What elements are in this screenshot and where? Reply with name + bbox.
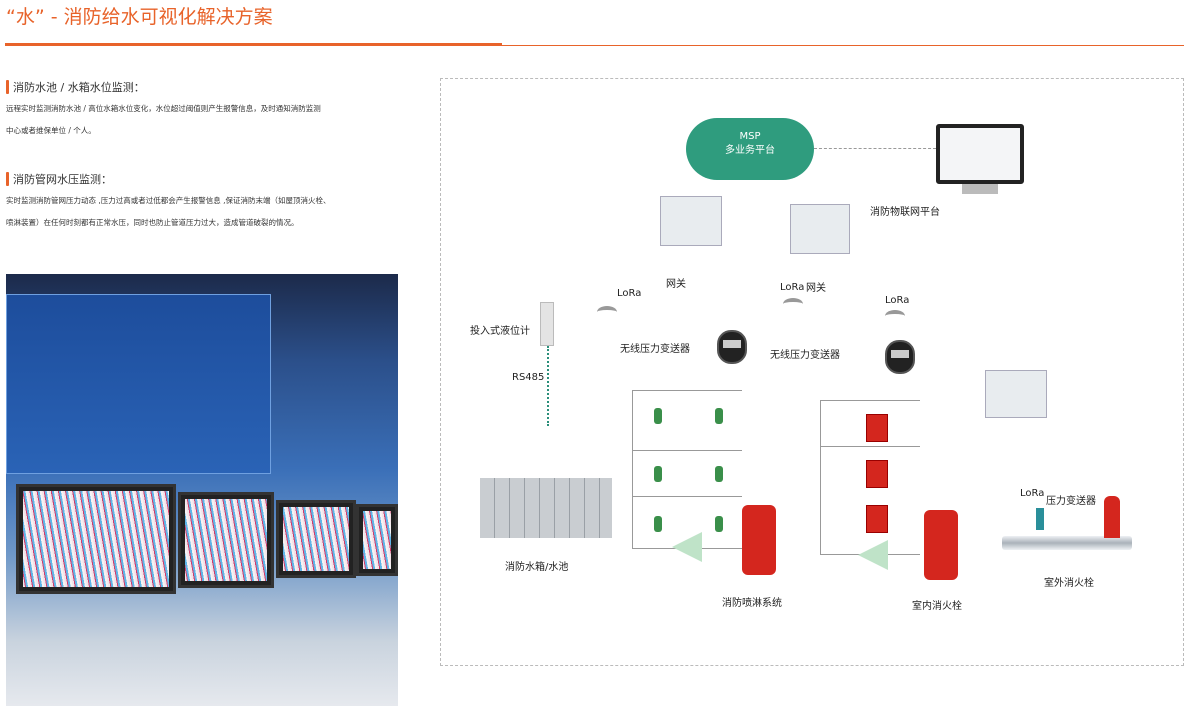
pipe	[820, 400, 920, 401]
pipe	[632, 390, 742, 391]
control-room-photo	[6, 274, 398, 706]
transmitter-label: 压力变送器	[1046, 496, 1096, 507]
accent-bar	[6, 172, 9, 186]
section-text-pressure: 实时监测消防管网压力动态 ,压力过高或者过低都会产生报警信息 ,保证消防末端（如…	[6, 190, 396, 234]
wifi-icon	[885, 310, 905, 322]
pressure-transmitter-icon	[717, 330, 747, 364]
transmitter-label: 无线压力变送器	[620, 344, 690, 355]
sprinkler-icon	[715, 516, 723, 532]
indoor-hydrant-label: 室内消火栓	[912, 601, 962, 612]
link-line	[814, 148, 936, 149]
section-text-water-level: 远程实时监测消防水池 / 高位水箱水位变化，水位超过阈值则产生报警信息，及时通知…	[6, 98, 396, 142]
wifi-icon	[597, 306, 617, 318]
sprinkler-icon	[715, 466, 723, 482]
section-heading-water-level: 消防水池 / 水箱水位监测：	[6, 79, 145, 95]
outdoor-hydrant-icon	[1104, 496, 1120, 538]
heading-text: 消防水池 / 水箱水位监测：	[13, 81, 145, 94]
pressure-sensor-icon	[1036, 508, 1044, 530]
gateway-device	[790, 204, 850, 254]
tank-label: 消防水箱/水池	[505, 562, 569, 573]
title-divider	[502, 45, 1184, 46]
gateway-label: 网关	[806, 283, 826, 294]
valve-icon	[858, 540, 888, 570]
pipe	[820, 446, 920, 447]
level-meter-label: 投入式液位计	[470, 326, 530, 337]
gateway-device	[660, 196, 722, 246]
heading-text: 消防管网水压监测：	[13, 173, 112, 186]
rs485-cable	[547, 346, 549, 426]
gateway-device	[985, 370, 1047, 418]
text-line: 中心或者维保单位 / 个人。	[6, 126, 96, 135]
sprinkler-icon	[654, 516, 662, 532]
valve-icon	[672, 532, 702, 562]
lora-label: LoRa	[780, 282, 805, 293]
platform-label: 消防物联网平台	[870, 207, 940, 218]
gateway-label: 网关	[666, 279, 686, 290]
lora-label: LoRa	[617, 288, 642, 299]
text-line: 喷淋装置）在任何时刻都有正常水压，同时也防止管道压力过大，造成管道破裂的情况。	[6, 218, 299, 227]
monitor	[356, 504, 398, 576]
lora-label: LoRa	[885, 295, 910, 306]
hydrant-box-icon	[866, 505, 888, 533]
pipe	[820, 400, 821, 554]
title-underline	[5, 43, 502, 46]
level-meter-icon	[540, 302, 554, 346]
text-line: 实时监测消防管网压力动态 ,压力过高或者过低都会产生报警信息 ,保证消防末端（如…	[6, 196, 331, 205]
transmitter-label: 无线压力变送器	[770, 350, 840, 361]
rs485-label: RS485	[512, 372, 545, 383]
section-heading-pressure: 消防管网水压监测：	[6, 171, 112, 187]
sprinkler-icon	[715, 408, 723, 424]
sprinkler-icon	[654, 408, 662, 424]
outdoor-hydrant-label: 室外消火栓	[1044, 578, 1094, 589]
pipe	[632, 390, 633, 548]
monitor	[178, 492, 274, 588]
msp-cloud: MSP 多业务平台	[686, 118, 814, 180]
wifi-icon	[783, 298, 803, 310]
hydrant-box-icon	[866, 460, 888, 488]
pipe	[632, 496, 742, 497]
sprinkler-icon	[654, 466, 662, 482]
water-tank-icon	[480, 478, 612, 538]
sprinkler-label: 消防喷淋系统	[722, 598, 782, 609]
pump-icon	[742, 505, 776, 575]
cloud-label: 多业务平台	[725, 145, 775, 156]
accent-bar	[6, 80, 9, 94]
monitor	[16, 484, 176, 594]
outdoor-pipe	[1002, 536, 1132, 550]
monitor-icon	[936, 124, 1024, 184]
monitor	[276, 500, 356, 578]
page-title: “水” - 消防给水可视化解决方案	[6, 6, 273, 28]
text-line: 远程实时监测消防水池 / 高位水箱水位变化，水位超过阈值则产生报警信息，及时通知…	[6, 104, 321, 113]
pressure-transmitter-icon	[885, 340, 915, 374]
pump-icon	[924, 510, 958, 580]
lora-label: LoRa	[1020, 488, 1045, 499]
hydrant-box-icon	[866, 414, 888, 442]
monitor-stand	[962, 184, 998, 194]
pipe	[632, 450, 742, 451]
video-wall	[6, 294, 271, 474]
cloud-label: MSP	[739, 131, 761, 142]
